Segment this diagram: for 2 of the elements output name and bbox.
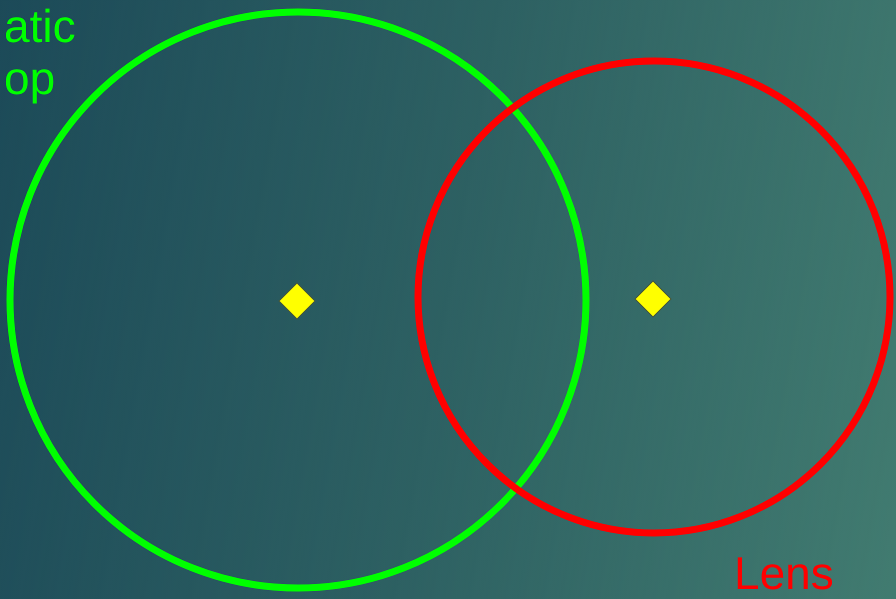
set-label: atic op [4, 0, 77, 104]
set-label: Lens [734, 547, 835, 599]
